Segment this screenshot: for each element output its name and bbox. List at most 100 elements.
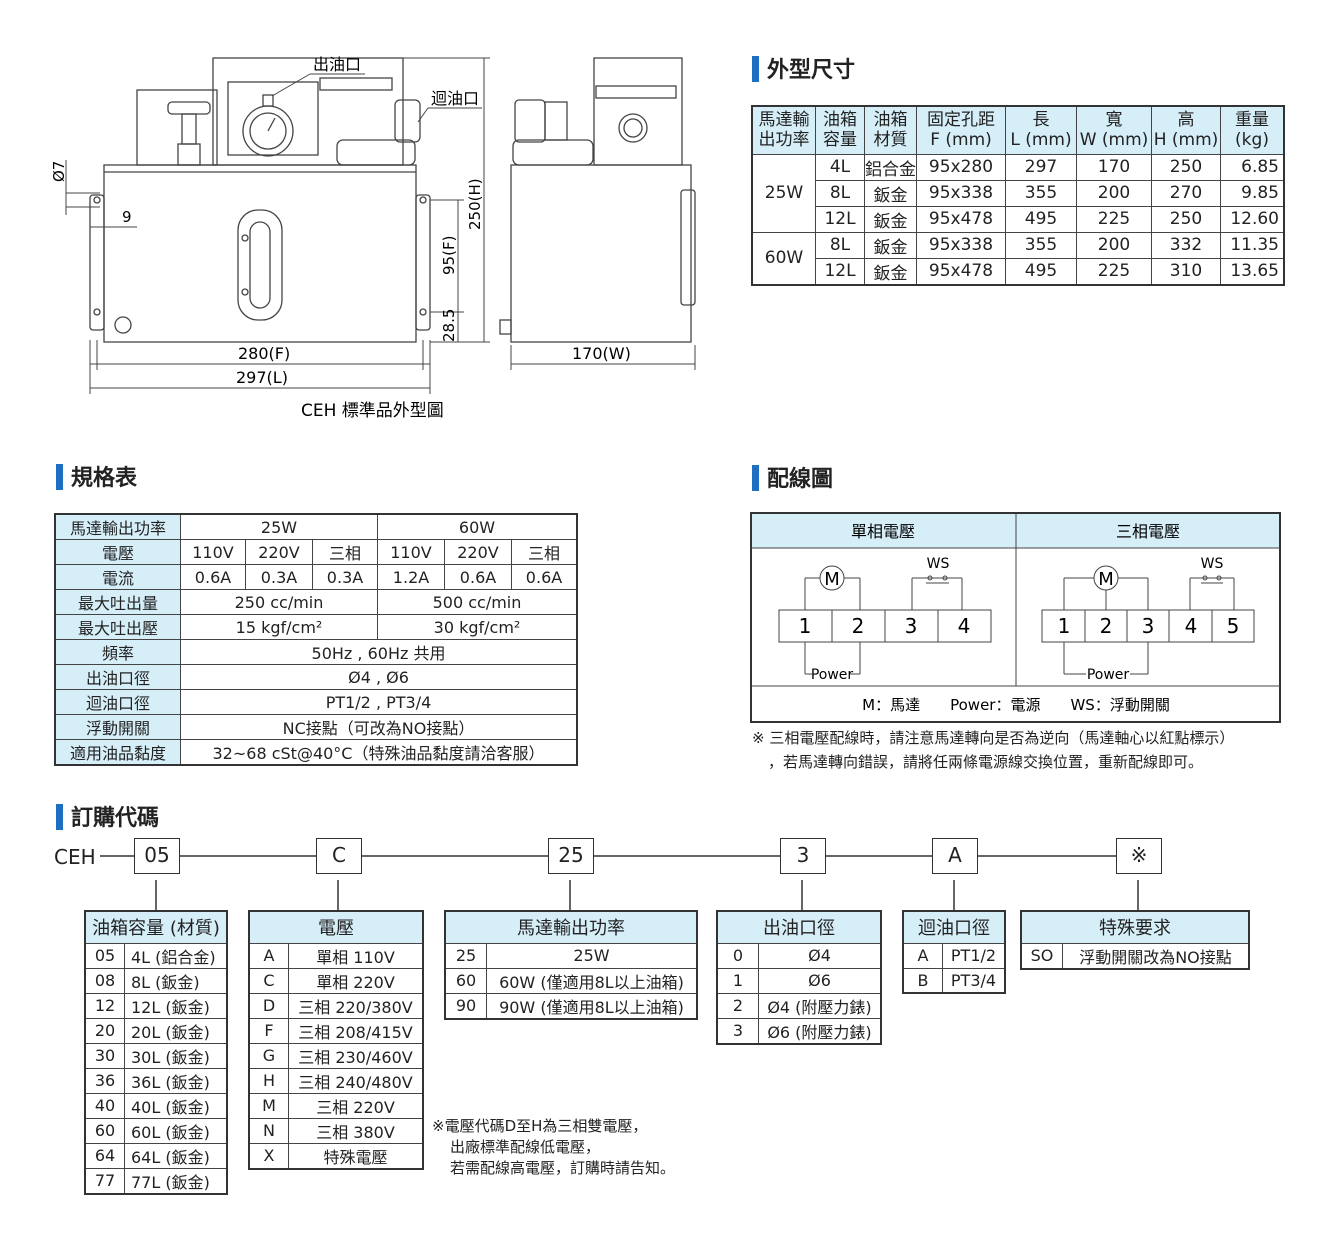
outlet-title: 出油口徑	[716, 910, 882, 944]
dim-header-material: 油箱材質	[864, 105, 917, 155]
desc-cell: 12L (鈑金)	[124, 992, 228, 1019]
desc-cell: 三相 230/460V	[288, 1042, 424, 1069]
dim-cell: 12L	[815, 257, 865, 285]
spec-cell: 1.2A	[377, 564, 445, 590]
desc-cell: 36L (鈑金)	[124, 1067, 228, 1094]
desc-cell: PT3/4	[942, 967, 1006, 994]
f280-label: 280(F)	[238, 344, 290, 363]
code-cell: A	[248, 942, 289, 969]
spec-cell: 三相	[511, 539, 578, 565]
dim-cell: 12L	[815, 205, 865, 233]
spec-cell: 110V	[180, 539, 246, 565]
code-cell: 60	[84, 1117, 125, 1144]
drawing-caption: CEH 標準品外型圖	[301, 401, 444, 421]
spec-cell: 50Hz , 60Hz 共用	[180, 639, 578, 665]
spec-cell: PT1/2 , PT3/4	[180, 689, 578, 715]
desc-cell: Ø4	[758, 942, 882, 969]
desc-cell: 三相 220V	[288, 1092, 424, 1119]
desc-cell: PT1/2	[942, 942, 1006, 969]
spec-label: 馬達輸出功率	[54, 513, 181, 540]
f95-label: 95(F)	[440, 236, 458, 275]
code-cell: 0	[716, 942, 759, 969]
spec-cell: Ø4 , Ø6	[180, 664, 578, 690]
specs-title: 規格表	[56, 464, 137, 493]
wiring-diagram: 單相電壓 三相電壓 M WS 1 2 3 4 Power	[750, 512, 1281, 723]
nine-label: 9	[122, 208, 132, 226]
spec-label: 迴油口徑	[54, 689, 181, 715]
terminal: 4	[958, 614, 971, 638]
dim-cell: 12.60	[1220, 205, 1285, 233]
dim-cell: 250	[1151, 153, 1221, 181]
code-cell: 2	[716, 992, 759, 1019]
spec-cell: 220V	[444, 539, 512, 565]
order-title: 訂購代碼	[56, 804, 159, 833]
three-phase-header: 三相電壓	[1116, 522, 1180, 541]
dim-cell: 9.85	[1220, 179, 1285, 207]
spec-cell: 0.6A	[180, 564, 246, 590]
code-special: ※	[1116, 838, 1162, 874]
dim-cell: 鈑金	[864, 179, 917, 207]
dim-cell: 95x478	[916, 205, 1006, 233]
dim-cell: 170	[1076, 153, 1152, 181]
desc-cell: 三相 240/480V	[288, 1067, 424, 1094]
dim-cell: 225	[1076, 257, 1152, 285]
spec-cell: 0.3A	[245, 564, 313, 590]
spec-cell: 500 cc/min	[377, 589, 578, 615]
desc-cell: 90W (僅適用8L以上油箱)	[486, 992, 698, 1019]
desc-cell: Ø6 (附壓力錶)	[758, 1017, 882, 1044]
code-cell: 08	[84, 967, 125, 994]
desc-cell: 浮動開關改為NO接點	[1062, 942, 1250, 969]
desc-cell: 單相 110V	[288, 942, 424, 969]
spec-label: 浮動開關	[54, 714, 181, 740]
wiring-title: 配線圖	[752, 465, 833, 494]
code-cell: C	[248, 967, 289, 994]
wiring-note-2: ，若馬達轉向錯誤，請將任兩條電源線交換位置，重新配線即可。	[768, 753, 1204, 771]
terminal: 2	[1100, 614, 1113, 638]
code-capacity: 05	[134, 838, 180, 874]
spec-cell: 三相	[312, 539, 378, 565]
dim-cell: 200	[1076, 179, 1152, 207]
section-bar	[56, 464, 63, 490]
dim-header-capacity: 油箱容量	[815, 105, 865, 155]
desc-cell: 64L (鈑金)	[124, 1142, 228, 1169]
dim-cell: 11.35	[1220, 231, 1285, 259]
code-cell: 20	[84, 1017, 125, 1044]
desc-cell: 30L (鈑金)	[124, 1042, 228, 1069]
dim-power-25w: 25W	[751, 153, 816, 233]
spec-label: 電壓	[54, 539, 181, 565]
code-cell: 1	[716, 967, 759, 994]
spec-cell: 0.6A	[511, 564, 578, 590]
order-note-3: 若需配線高電壓，訂購時請告知。	[450, 1159, 676, 1177]
code-cell: B	[902, 967, 943, 994]
code-cell: F	[248, 1017, 289, 1044]
single-phase-header: 單相電壓	[851, 522, 915, 541]
spec-cell: 110V	[377, 539, 445, 565]
voltage-title: 電壓	[248, 910, 424, 944]
h250-label: 250(H)	[466, 178, 484, 230]
terminal: 3	[905, 614, 918, 638]
dim-cell: 4L	[815, 153, 865, 181]
specs-table: 馬達輸出功率 25W 60W 電壓 110V 220V 三相 110V 220V…	[54, 513, 578, 766]
dim-cell: 95x280	[916, 153, 1006, 181]
dim-cell: 鈑金	[864, 257, 917, 285]
code-cell: 36	[84, 1067, 125, 1094]
spec-label: 出油口徑	[54, 664, 181, 690]
code-cell: 05	[84, 942, 125, 969]
dim-cell: 332	[1151, 231, 1221, 259]
spec-cell: 15 kgf/cm²	[180, 614, 378, 640]
motor-symbol: M	[824, 569, 840, 590]
code-cell: G	[248, 1042, 289, 1069]
order-connectors	[100, 855, 1139, 910]
outline-drawing: 出油口 迴油口 Ø7 9 250(H) 95(F) 28.5 280(F) 29…	[50, 55, 696, 421]
dim-cell: 200	[1076, 231, 1152, 259]
special-title: 特殊要求	[1020, 910, 1250, 944]
dim-header-power: 馬達輸出功率	[751, 105, 816, 155]
dimensions-title: 外型尺寸	[752, 56, 855, 85]
section-bar	[752, 465, 759, 491]
